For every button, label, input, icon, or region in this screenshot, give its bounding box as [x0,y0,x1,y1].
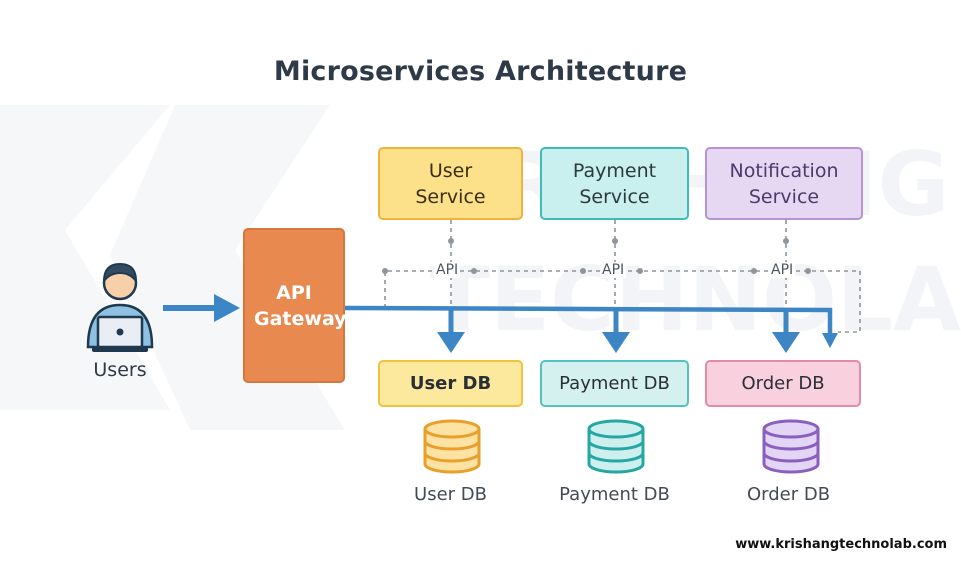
payment-db-label: Payment DB [559,373,670,394]
payment-db-cylinder-icon [587,419,645,474]
user-db-label: User DB [409,373,492,394]
arrow-users-to-gateway [214,294,240,322]
users-label: Users [93,359,147,381]
user-laptop-icon [86,262,154,352]
api-label-notification: API [769,262,796,278]
payment-service-box: Payment Service [540,147,689,220]
order-db-caption: Order DB [746,484,831,505]
footer-website: www.krishangtechnolab.com [735,537,947,552]
user-service-box: User Service [378,147,523,220]
api-dashed-bus [384,270,861,333]
order-db-label: Order DB [741,373,825,394]
notification-service-label: Notification Service [729,159,839,208]
notification-service-box: Notification Service [705,147,863,220]
arrow-notification-end [822,333,838,348]
user-service-label: User Service [415,159,486,208]
user-db-box: User DB [378,360,523,407]
api-label-user: API [434,262,461,278]
payment-db-caption: Payment DB [559,484,670,505]
api-gateway-box: API Gateway [243,228,347,383]
payment-service-label: Payment Service [572,159,657,208]
api-label-payment: API [600,262,627,278]
user-db-cylinder-icon [423,419,481,474]
arrow-to-user-db [437,332,465,353]
flow-line [344,305,833,336]
arrow-to-order-db [772,332,800,353]
page-title: Microservices Architecture [273,56,688,87]
arrow-to-payment-db [602,332,630,353]
api-gateway-label: API Gateway [254,281,347,330]
user-db-caption: User DB [414,484,487,505]
watermark-line-2: TECHNOLAB [430,248,961,351]
payment-db-box: Payment DB [540,360,689,407]
order-db-box: Order DB [705,360,861,407]
order-db-cylinder-icon [762,419,820,474]
